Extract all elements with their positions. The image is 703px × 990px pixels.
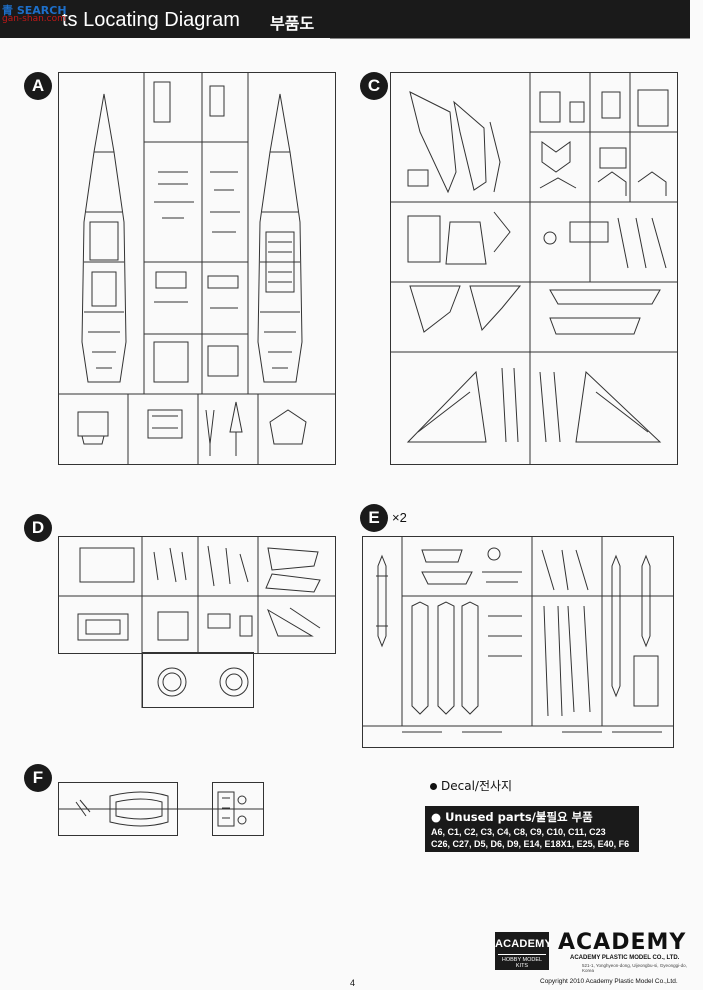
academy-hobby-logo: ACADEMY HOBBY MODEL KITS <box>495 932 553 970</box>
sprue-a-parts <box>58 72 336 465</box>
sprue-c-label: C <box>360 72 388 100</box>
page-title-korean: 부품도 <box>270 14 315 33</box>
academy-hobby-logo-bottom: HOBBY MODEL KITS <box>498 954 546 969</box>
watermark-url: gan-shan.com <box>2 14 66 24</box>
sprue-d-label: D <box>24 514 52 542</box>
unused-parts-box: ● Unused parts/불필요 부품 A6, C1, C2, C3, C4… <box>425 806 639 852</box>
header-bar: ts Locating Diagram 부품도 <box>0 0 690 38</box>
academy-hobby-logo-top: ACADEMY <box>495 938 553 950</box>
sprue-d-frame-upper <box>58 536 336 654</box>
sprue-e-parts <box>362 536 674 733</box>
academy-company-name: ACADEMY PLASTIC MODEL CO., LTD. <box>570 955 680 961</box>
sprue-e-label: E <box>360 504 388 532</box>
decal-note: Decal/전사지 <box>430 777 512 794</box>
sprue-c-parts <box>390 72 678 465</box>
sprue-f-parts <box>58 791 264 827</box>
sprue-c-frame <box>390 72 678 465</box>
bullet-icon <box>430 783 437 790</box>
unused-parts-line-1: A6, C1, C2, C3, C4, C8, C9, C10, C11, C2… <box>431 827 606 837</box>
bullet-icon: ● <box>431 810 442 824</box>
page-title: ts Locating Diagram <box>62 9 240 31</box>
academy-wordmark: ACADEMY <box>558 930 687 955</box>
watermark: 青 SEARCH <box>2 4 67 17</box>
academy-address: 521-1, Yonghyeon-dong, Uijeongbu-si, Gye… <box>582 963 687 973</box>
page-number: 4 <box>350 978 356 988</box>
header-rule <box>330 38 690 39</box>
copyright: Copyright 2010 Academy Plastic Model Co.… <box>540 978 678 985</box>
sprue-a-label: A <box>24 72 52 100</box>
sprue-d-parts <box>58 536 336 708</box>
sprue-f-label: F <box>24 764 52 792</box>
sprue-a-frame <box>58 72 336 465</box>
sprue-e-frame <box>362 536 674 748</box>
unused-parts-title-text: Unused parts/불필요 부품 <box>445 810 593 824</box>
sprue-e-multiplier: ×2 <box>392 510 407 525</box>
unused-parts-line-2: C26, C27, D5, D6, D9, E14, E18X1, E25, E… <box>431 839 630 849</box>
decal-label: Decal/전사지 <box>441 779 513 793</box>
unused-parts-title: ● Unused parts/불필요 부품 <box>431 809 633 825</box>
